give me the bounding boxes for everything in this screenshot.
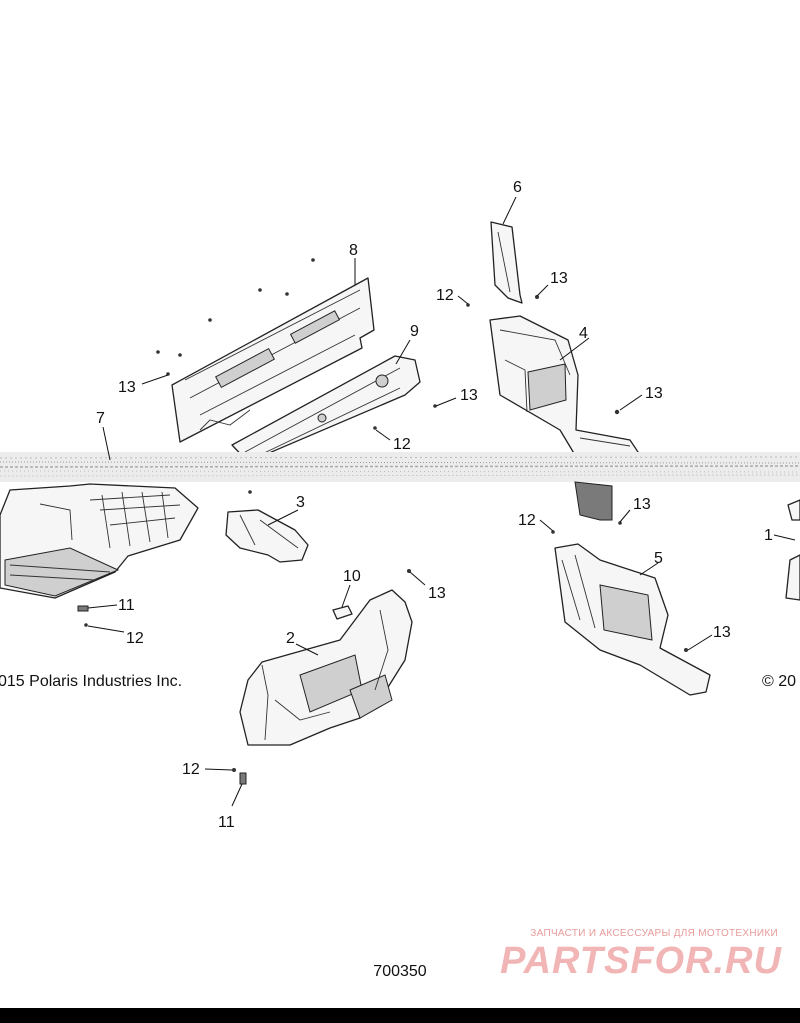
callout-5: 5 [654,550,663,567]
callout-4: 4 [579,325,588,342]
callout-labels: 8 9 6 13 12 4 13 13 13 12 7 3 13 12 1 5 … [96,179,773,831]
callout-13-d: 13 [460,387,478,404]
callout-7: 7 [96,410,105,427]
part-2-console [239,589,413,746]
callout-13-a: 13 [550,270,568,287]
callout-13-e: 13 [633,496,651,513]
callout-13-c: 13 [118,379,136,396]
callout-8: 8 [349,242,358,259]
part-7-cargo-tray [0,483,199,599]
callout-11-b: 11 [218,814,235,831]
figure-number: 700350 [373,963,427,980]
callout-13-b: 13 [645,385,663,402]
callout-12-e: 12 [182,761,200,778]
watermark-logo: PARTSFOR.RU [500,940,782,982]
callout-12-d: 12 [126,630,144,647]
callout-12-b: 12 [393,436,411,453]
scan-noise-band [0,452,800,482]
copyright-right: © 20 [762,673,797,690]
part-4-side-panel [489,315,641,456]
copyright-left: 015 Polaris Industries Inc. [0,673,183,690]
bottom-bar [0,1008,800,1023]
part-3-bracket [225,509,309,563]
part-8-rear-panel [171,277,375,443]
watermark-tagline: ЗАПЧАСТИ И АКСЕССУАРЫ ДЛЯ МОТОТЕХНИКИ [530,928,778,939]
callout-12-c: 12 [518,512,536,529]
part-1-edge-part [785,499,800,601]
callout-11-a: 11 [118,597,135,614]
callout-12-a: 12 [436,287,454,304]
callout-10: 10 [343,568,361,585]
callout-6: 6 [513,179,522,196]
leader-lines [87,196,796,807]
callout-9: 9 [410,323,419,340]
part-5-lower-panel [554,481,711,696]
callout-13-g: 13 [713,624,731,641]
callout-2: 2 [286,630,295,647]
callout-3: 3 [296,494,305,511]
part-10-plate [332,605,353,620]
callout-1: 1 [764,527,773,544]
part-6-bracket [490,221,523,304]
callout-13-f: 13 [428,585,446,602]
